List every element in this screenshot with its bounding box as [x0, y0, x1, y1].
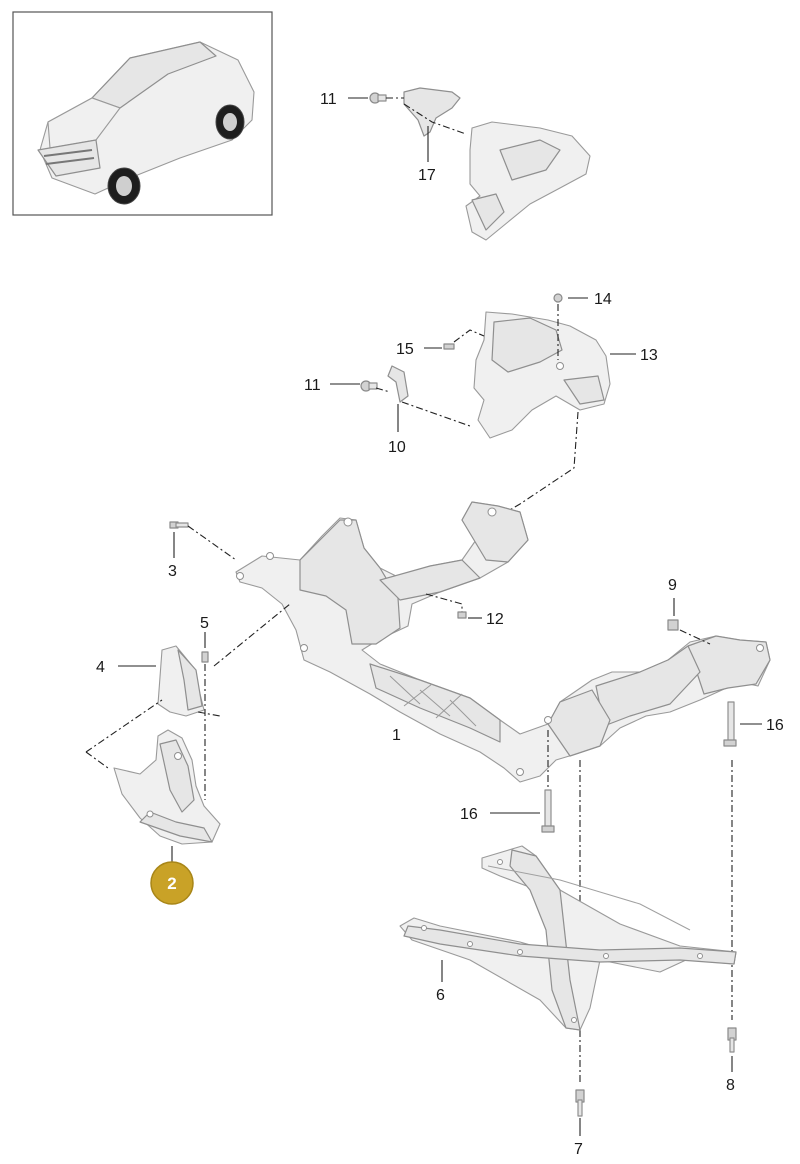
- bracket-10: [387, 365, 409, 403]
- callout-8: 8: [726, 1077, 735, 1094]
- bolt-16-left: [541, 789, 555, 833]
- callout-5: 5: [200, 615, 209, 632]
- bracket-2: [113, 729, 221, 845]
- callout-2-badge[interactable]: 2: [150, 861, 194, 905]
- callout-10: 10: [388, 439, 406, 456]
- callout-11-top: 11: [320, 91, 337, 108]
- callout-16-right: 16: [766, 717, 784, 734]
- callout-2-label: 2: [167, 874, 176, 893]
- callout-6: 6: [436, 987, 445, 1004]
- underbody-plate-6: [399, 845, 737, 1031]
- bolt-3: [169, 521, 189, 529]
- callout-14: 14: [594, 291, 612, 308]
- bolt-12: [457, 611, 467, 619]
- callout-15: 15: [396, 341, 414, 358]
- bolt-5: [201, 651, 209, 663]
- heat-shield-upper: [465, 121, 591, 241]
- callout-16-left: 16: [460, 806, 478, 823]
- bolt-7: [575, 1089, 585, 1117]
- cover-4: [157, 645, 205, 717]
- bolt-11-middle: [360, 380, 378, 392]
- car-illustration: [37, 41, 255, 205]
- callout-11-middle: 11: [304, 377, 321, 394]
- part-17-bracket: [403, 87, 461, 137]
- callout-4: 4: [96, 659, 105, 676]
- callout-13: 13: [640, 347, 658, 364]
- subframe-1: [235, 501, 771, 783]
- callout-3: 3: [168, 563, 177, 580]
- bolt-11-top: [369, 92, 387, 104]
- nut-9: [667, 619, 679, 631]
- callout-7: 7: [574, 1141, 583, 1158]
- callout-1: 1: [392, 727, 401, 744]
- bolt-16-right: [723, 701, 737, 747]
- callout-12: 12: [486, 611, 504, 628]
- vehicle-thumbnail: [12, 11, 273, 216]
- heat-shield-13: [473, 311, 611, 439]
- bolt-8: [727, 1027, 737, 1053]
- bolt-14: [553, 293, 563, 303]
- bolt-15: [443, 343, 455, 350]
- callout-17: 17: [418, 167, 436, 184]
- callout-9: 9: [668, 577, 677, 594]
